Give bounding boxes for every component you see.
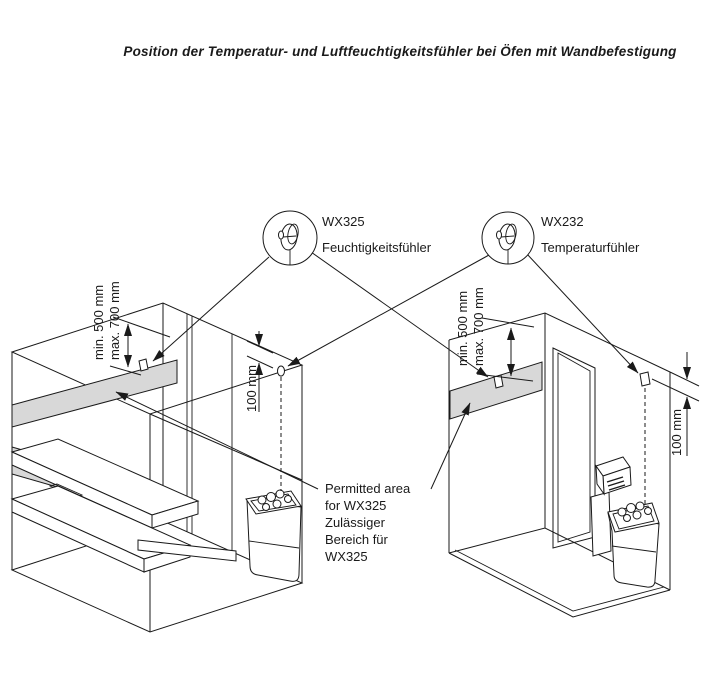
temperature-sensor-model: WX232 [541,214,584,229]
left-ceiling-offset-label: 100 mm [244,365,259,412]
right-ceiling-offset-label: 100 mm [669,409,684,456]
humidity-sensor-callout: WX325 Feuchtigkeitsfühler [262,210,432,266]
wx325-to-left-room-arrow [152,256,270,362]
left-100mm-dimension: 100 mm [244,331,274,412]
right-room-diagram: min. 500 mm max. 700 mm 100 mm [448,287,700,618]
right-band-sensor [493,374,504,389]
heater-platform [137,539,237,562]
heater-stones [257,489,292,511]
left-heater [245,489,302,582]
permitted-area-line-4: Bereich für [325,532,389,547]
right-permitted-band [449,361,543,420]
door-opening [552,347,596,549]
permitted-area-line-2: for WX325 [325,498,386,513]
heater-control-unit [590,456,632,557]
wx325-to-right-room-arrow [310,251,489,378]
permitted-area-line-1: Permitted area [325,481,411,496]
left-minmax-dimension: min. 500 mm max. 700 mm [91,281,171,376]
temperature-sensor-icon [496,223,517,264]
right-heater [607,501,660,588]
temperature-sensor-type: Temperaturfühler [541,240,640,255]
wx232-to-left-room-arrow [287,254,490,367]
left-ceiling-sensor [277,365,285,377]
temperature-sensor-callout: WX232 Temperaturfühler [481,211,640,265]
left-max-height-label: max. 700 mm [107,281,122,360]
left-room-benches [10,438,237,573]
permitted-area-left-leader [115,391,319,490]
humidity-sensor-model: WX325 [322,214,365,229]
right-100mm-dimension: 100 mm [651,352,700,456]
left-band-sensor [138,358,149,372]
right-min-height-label: min. 500 mm [455,291,470,366]
callout-leader-lines [115,251,639,490]
left-min-height-label: min. 500 mm [91,285,106,360]
humidity-sensor-type: Feuchtigkeitsfühler [322,240,432,255]
humidity-sensor-icon [278,223,299,265]
right-room-floor-front [448,552,671,618]
heater-stones [617,501,652,522]
right-ceiling-sensor [639,371,651,387]
wx232-to-right-room-arrow [526,253,639,374]
left-permitted-band-back-wall [11,359,178,428]
permitted-area-line-3: Zulässiger [325,515,386,530]
permitted-area-note: Permitted area for WX325 Zulässiger Bere… [325,481,411,564]
page-title: Position der Temperatur- und Luftfeuchti… [123,44,677,59]
left-room-diagram: min. 500 mm max. 700 mm 100 mm [10,281,304,633]
permitted-area-right-leader [430,402,471,490]
right-max-height-label: max. 700 mm [471,287,486,366]
right-minmax-dimension: min. 500 mm max. 700 mm [455,287,535,382]
permitted-area-line-5: WX325 [325,549,368,564]
